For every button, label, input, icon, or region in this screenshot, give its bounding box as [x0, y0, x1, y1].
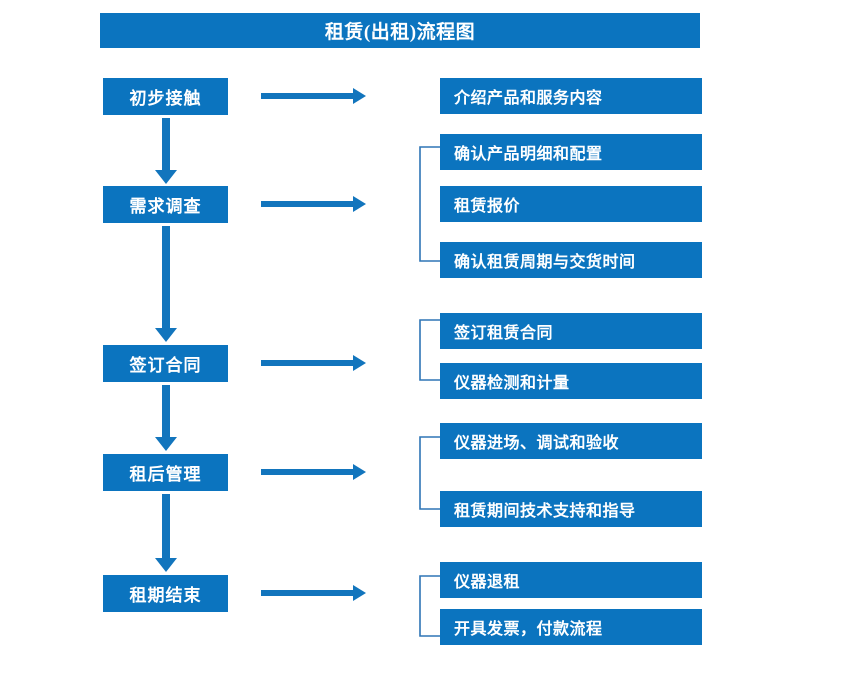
detail-box-3[interactable]: 租赁报价 [440, 186, 702, 222]
detail-box-7[interactable]: 仪器进场、调试和验收 [440, 423, 702, 459]
bracket-icon-group-2 [418, 146, 440, 262]
page-title: 租赁(出租)流程图 [100, 13, 700, 48]
stage-box-3[interactable]: 签订合同 [103, 345, 228, 382]
down-arrow-icon-3 [152, 385, 180, 451]
right-arrow-icon-5 [261, 585, 366, 601]
down-arrow-icon-4 [152, 494, 180, 572]
detail-box-5[interactable]: 签订租赁合同 [440, 313, 702, 349]
stage-box-2[interactable]: 需求调查 [103, 186, 228, 223]
detail-box-8[interactable]: 租赁期间技术支持和指导 [440, 491, 702, 527]
detail-box-9[interactable]: 仪器退租 [440, 562, 702, 598]
detail-box-4[interactable]: 确认租赁周期与交货时间 [440, 242, 702, 278]
bracket-icon-group-5 [418, 575, 440, 637]
stage-box-1[interactable]: 初步接触 [103, 78, 228, 115]
stage-box-5[interactable]: 租期结束 [103, 575, 228, 612]
detail-box-10[interactable]: 开具发票，付款流程 [440, 609, 702, 645]
right-arrow-icon-2 [261, 196, 366, 212]
detail-box-1[interactable]: 介绍产品和服务内容 [440, 78, 702, 114]
bracket-icon-group-3 [418, 319, 440, 381]
detail-box-6[interactable]: 仪器检测和计量 [440, 363, 702, 399]
down-arrow-icon-1 [152, 118, 180, 184]
right-arrow-icon-3 [261, 355, 366, 371]
detail-box-2[interactable]: 确认产品明细和配置 [440, 134, 702, 170]
bracket-icon-group-4 [418, 436, 440, 510]
right-arrow-icon-4 [261, 464, 366, 480]
right-arrow-icon-1 [261, 88, 366, 104]
stage-box-4[interactable]: 租后管理 [103, 454, 228, 491]
down-arrow-icon-2 [152, 226, 180, 342]
